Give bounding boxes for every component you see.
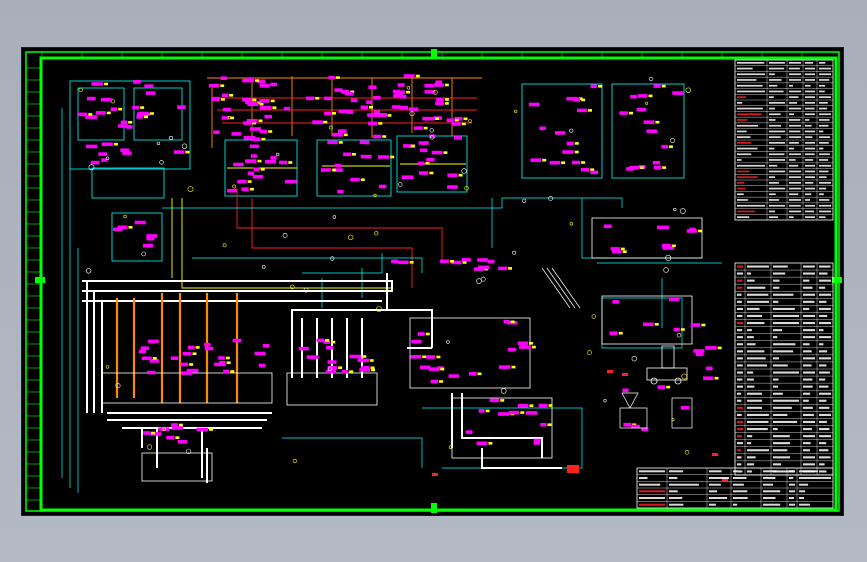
- orange-columns: [115, 293, 239, 403]
- equipment-group-upper-left: [69, 80, 685, 262]
- title-block: [636, 467, 834, 509]
- inner-frame: [39, 56, 838, 512]
- zone-marker-left: [35, 277, 45, 283]
- border-zone-ticks: [26, 52, 803, 501]
- instrument-tags: [77, 74, 722, 446]
- zone-marker-right: [832, 277, 842, 283]
- process-flow-diagram: [25, 49, 842, 513]
- legend-table: [734, 59, 834, 221]
- zone-marker-bottom: [431, 503, 437, 513]
- valve-symbols: [78, 76, 728, 481]
- cyan-connections: [61, 108, 722, 493]
- zone-marker-top: [431, 49, 437, 59]
- process-lines-upper: [171, 76, 482, 289]
- tank-boxes: [101, 217, 703, 482]
- truck-symbol: [646, 345, 688, 385]
- drawing-sheet: [21, 47, 844, 516]
- hopper-symbols: [541, 267, 693, 429]
- notes-table: [734, 262, 834, 476]
